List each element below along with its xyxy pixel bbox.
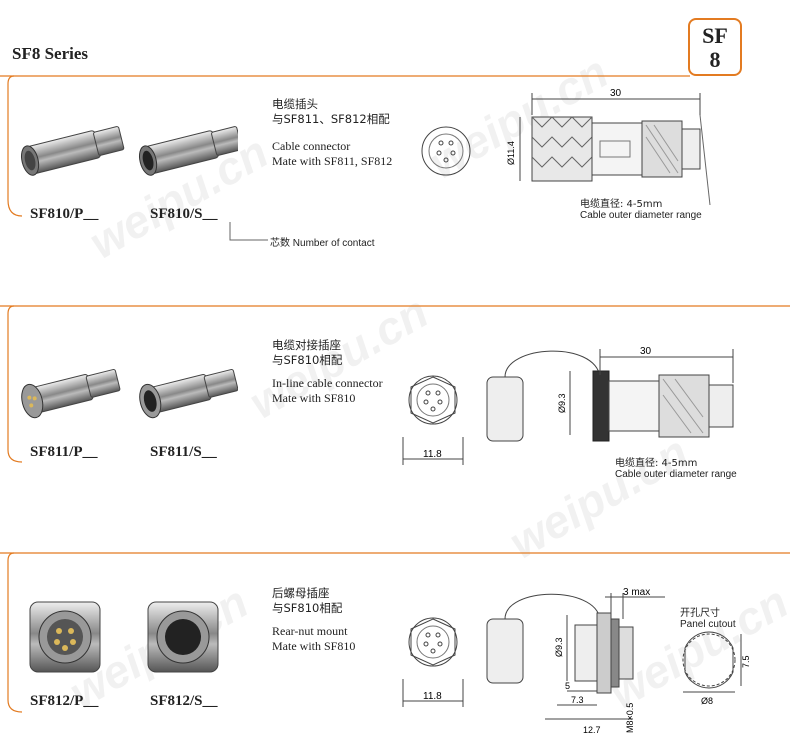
description-sf810: 电缆插头 与SF811、SF812相配 Cable connector Mate…	[272, 97, 393, 168]
svg-text:30: 30	[610, 88, 622, 99]
svg-text:7.3: 7.3	[571, 695, 584, 705]
badge-line2: 8	[709, 47, 721, 72]
description-sf812: 后螺母插座 与SF810相配 Rear-nut mount Mate with …	[272, 586, 356, 653]
product-photo-sf810	[20, 126, 238, 176]
cable-range-sf810: 电缆直径: 4-5mm Cable outer diameter range	[580, 199, 702, 221]
svg-text:30: 30	[640, 346, 652, 357]
svg-text:12.7: 12.7	[583, 725, 601, 735]
model-sf812-s: SF812/S__	[150, 693, 218, 709]
contact-note: 芯数 Number of contact	[270, 238, 375, 249]
model-sf811-s: SF811/S__	[150, 444, 217, 460]
svg-text:3 max: 3 max	[623, 587, 650, 598]
description-sf811: 电缆对接插座 与SF810相配 In-line cable connector …	[272, 338, 383, 405]
drawing-sf810: 30 Ø11.4	[421, 88, 711, 206]
svg-text:Ø9.3: Ø9.3	[557, 393, 567, 413]
svg-text:11.8: 11.8	[423, 449, 442, 460]
drawing-sf811: 11.8 Ø9.3 30	[402, 346, 734, 465]
drawing-sf812: 11.8 Ø9.3 3 max 5 7.3 12.7 M8×0.5	[402, 587, 665, 735]
svg-text:M8×0.5: M8×0.5	[625, 703, 635, 733]
series-badge: SF 8	[688, 18, 742, 76]
svg-text:7.5: 7.5	[741, 655, 751, 668]
product-photo-sf812	[29, 601, 219, 673]
model-sf810-p: SF810/P__	[30, 206, 99, 222]
panel-cutout-label: 开孔尺寸 Panel cutout	[680, 608, 736, 630]
cable-range-sf811: 电缆直径: 4-5mm Cable outer diameter range	[615, 458, 737, 480]
svg-text:11.8: 11.8	[423, 691, 442, 702]
model-sf810-s: SF810/S__	[150, 206, 218, 222]
svg-text:Ø9.3: Ø9.3	[554, 637, 564, 657]
model-sf812-p: SF812/P__	[30, 693, 99, 709]
model-sf811-p: SF811/P__	[30, 444, 98, 460]
series-title: SF8 Series	[12, 44, 89, 63]
svg-text:Ø11.4: Ø11.4	[506, 141, 516, 165]
contact-leader-line	[229, 222, 268, 241]
badge-line1: SF	[702, 23, 728, 48]
panel-cutout-drawing: 7.5 Ø8	[682, 631, 751, 706]
svg-text:Ø8: Ø8	[701, 696, 713, 706]
product-photo-sf811	[21, 368, 238, 419]
svg-text:5: 5	[565, 681, 570, 691]
